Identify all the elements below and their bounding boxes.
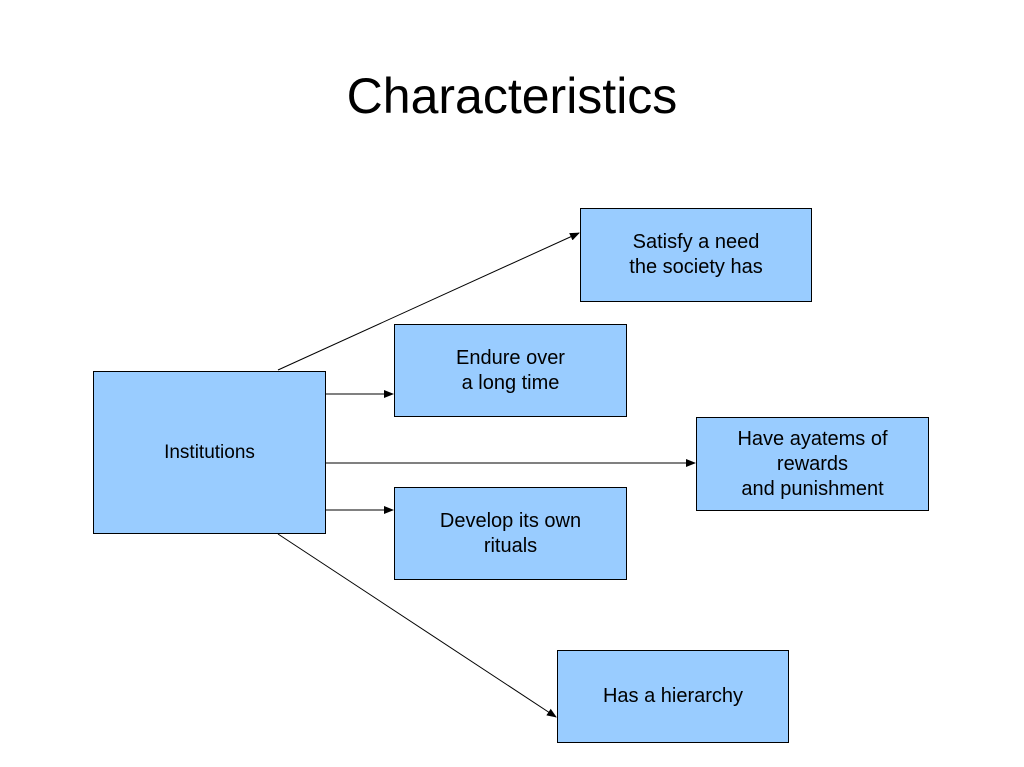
arrow-to-satisfy (277, 232, 580, 371)
rewards-systems-box: Have ayatems of rewards and punishment (696, 417, 929, 511)
institutions-label: Institutions (164, 442, 255, 463)
institutions-box: Institutions (93, 371, 326, 534)
satisfy-need-label: Satisfy a need the society has (629, 231, 763, 278)
rituals-label: Develop its own rituals (439, 509, 582, 557)
satisfy-need-box: Satisfy a need the society has (580, 208, 812, 302)
hierarchy-label: Has a hierarchy (602, 685, 744, 707)
arrow-to-hierarchy (277, 533, 557, 718)
rituals-box: Develop its own rituals (394, 487, 627, 580)
rewards-systems-label: Have ayatems of rewards and punishment (737, 427, 888, 500)
endure-box: Endure over a long time (394, 324, 627, 417)
slide-title: Characteristics (346, 68, 678, 124)
endure-label: Endure over a long time (456, 346, 565, 394)
hierarchy-box: Has a hierarchy (557, 650, 789, 743)
